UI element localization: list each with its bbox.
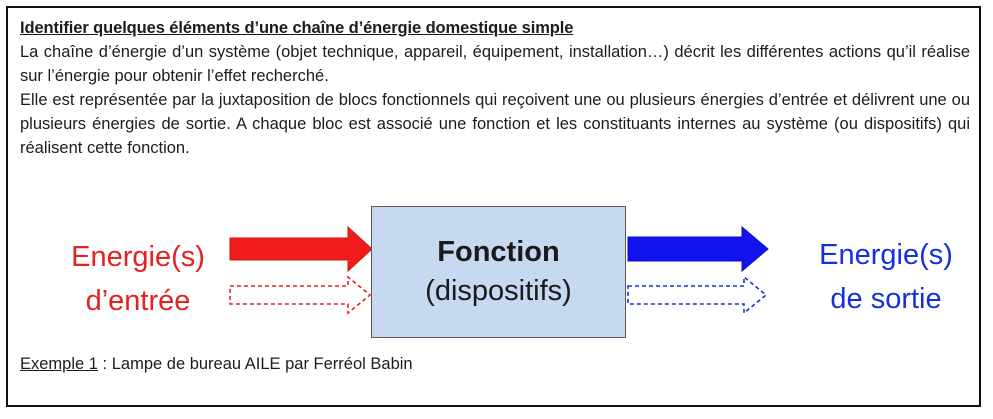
document-frame: Identifier quelques éléments d’une chaîn… bbox=[6, 6, 981, 407]
input-solid-arrow bbox=[229, 225, 373, 273]
output-energy-line-2: de sortie bbox=[830, 283, 942, 315]
text-block: Identifier quelques éléments d’une chaîn… bbox=[20, 16, 970, 160]
function-block: Fonction (dispositifs) bbox=[371, 206, 626, 338]
paragraph-2: Elle est représentée par la juxtapositio… bbox=[20, 91, 970, 157]
function-title: Fonction bbox=[437, 236, 560, 268]
input-energy-line-1: Energie(s) bbox=[71, 241, 205, 273]
example-text: Lampe de bureau AILE par Ferréol Babin bbox=[111, 355, 413, 373]
output-energy-label: Energie(s) de sortie bbox=[786, 233, 986, 321]
example-separator: : bbox=[97, 355, 112, 373]
function-subtitle: (dispositifs) bbox=[425, 275, 572, 307]
input-dashed-arrow bbox=[229, 275, 372, 315]
document-title: Identifier quelques éléments d’une chaîn… bbox=[20, 19, 574, 37]
example-line: Exemple 1 : Lampe de bureau AILE par Fer… bbox=[20, 352, 413, 376]
output-dashed-arrow bbox=[627, 275, 768, 315]
example-label: Exemple 1 bbox=[20, 355, 98, 373]
input-energy-line-2: d’entrée bbox=[85, 285, 191, 317]
input-energy-label: Energie(s) d’entrée bbox=[38, 235, 238, 323]
output-solid-arrow bbox=[627, 225, 769, 273]
output-energy-line-1: Energie(s) bbox=[819, 239, 953, 271]
energy-chain-diagram: Energie(s) d’entrée Fonction (dispositif… bbox=[8, 193, 979, 343]
paragraph-1: La chaîne d’énergie d’un système (objet … bbox=[20, 43, 970, 85]
diagram-arrows bbox=[229, 225, 769, 315]
